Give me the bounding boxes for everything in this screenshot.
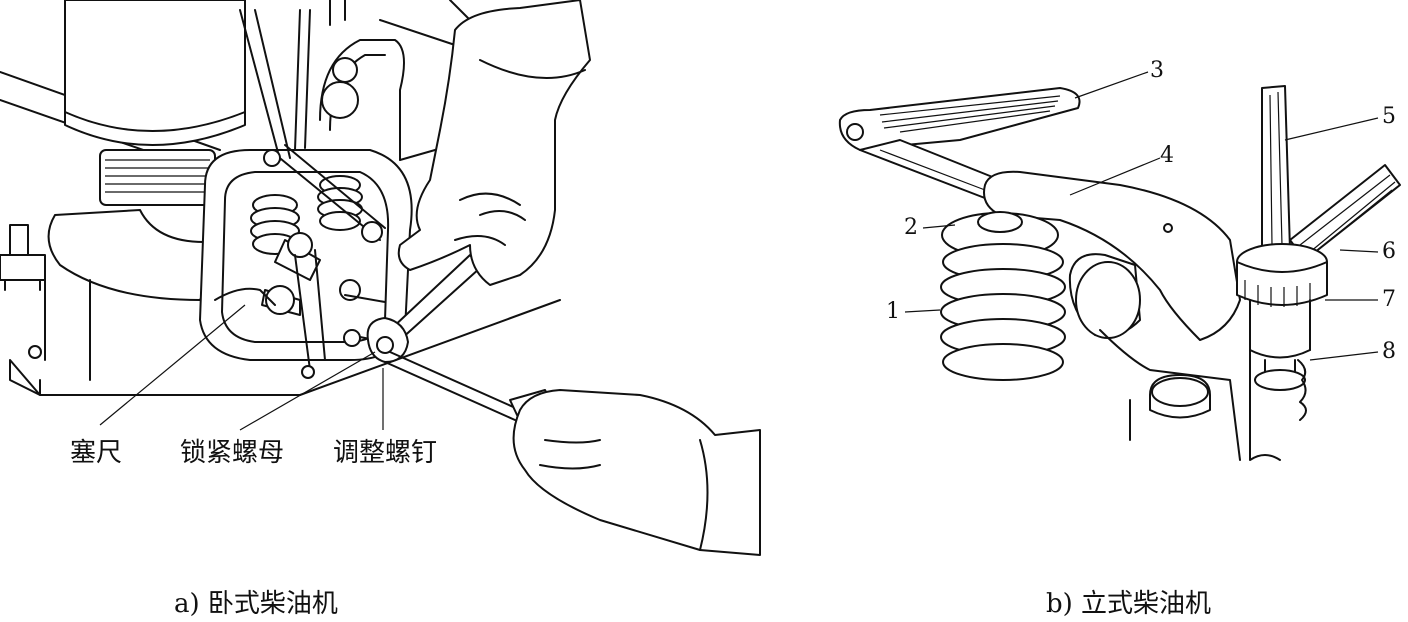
part-number-5: 5 xyxy=(1382,104,1396,129)
figure-a-drawing xyxy=(0,0,761,556)
part-7-wrench-head xyxy=(1236,243,1328,359)
part-number-4: 4 xyxy=(1160,143,1174,168)
figure-b-drawing xyxy=(838,71,1401,461)
tank-neck xyxy=(99,149,216,206)
feeler-gauge xyxy=(214,287,276,306)
part-8-adjusting-screw xyxy=(1254,359,1307,421)
leader-6 xyxy=(1339,249,1379,253)
part-number-3: 3 xyxy=(1150,58,1164,83)
label-feeler-gauge: 塞尺 xyxy=(70,438,123,468)
leader-1 xyxy=(904,309,941,313)
rocker-arm xyxy=(261,232,361,379)
drain-tap xyxy=(0,224,46,291)
part-number-7: 7 xyxy=(1382,287,1396,312)
fuel-tank xyxy=(64,0,246,146)
roller xyxy=(1068,253,1141,339)
part-number-2: 2 xyxy=(904,215,918,240)
leader-lock-nut xyxy=(239,351,376,431)
part-number-8: 8 xyxy=(1382,339,1396,364)
part-4-rocker xyxy=(983,170,1241,341)
valve-spring-right xyxy=(317,175,363,231)
caption-figure-a: a) 卧式柴油机 xyxy=(174,589,338,619)
part-3-lever xyxy=(838,87,1081,151)
wrench xyxy=(366,254,481,363)
leader-5 xyxy=(1284,117,1379,141)
hand-lower xyxy=(512,389,761,556)
label-adjusting-screw: 调整螺钉 xyxy=(333,438,438,468)
leader-feeler-gauge xyxy=(99,304,246,426)
leader-8 xyxy=(1309,351,1379,361)
hand-upper xyxy=(397,0,591,286)
elbow-pipe xyxy=(47,209,231,301)
leader-3 xyxy=(1074,71,1149,99)
leader-2 xyxy=(922,224,956,229)
part-5-screwdriver xyxy=(1261,85,1291,253)
plug xyxy=(1149,374,1211,419)
leader-4 xyxy=(1069,157,1161,196)
caption-figure-b: b) 立式柴油机 xyxy=(1046,589,1212,619)
part-number-1: 1 xyxy=(886,299,900,324)
label-lock-nut: 锁紧螺母 xyxy=(180,438,285,468)
part-number-6: 6 xyxy=(1382,239,1396,264)
part-1-spring xyxy=(940,243,1066,381)
